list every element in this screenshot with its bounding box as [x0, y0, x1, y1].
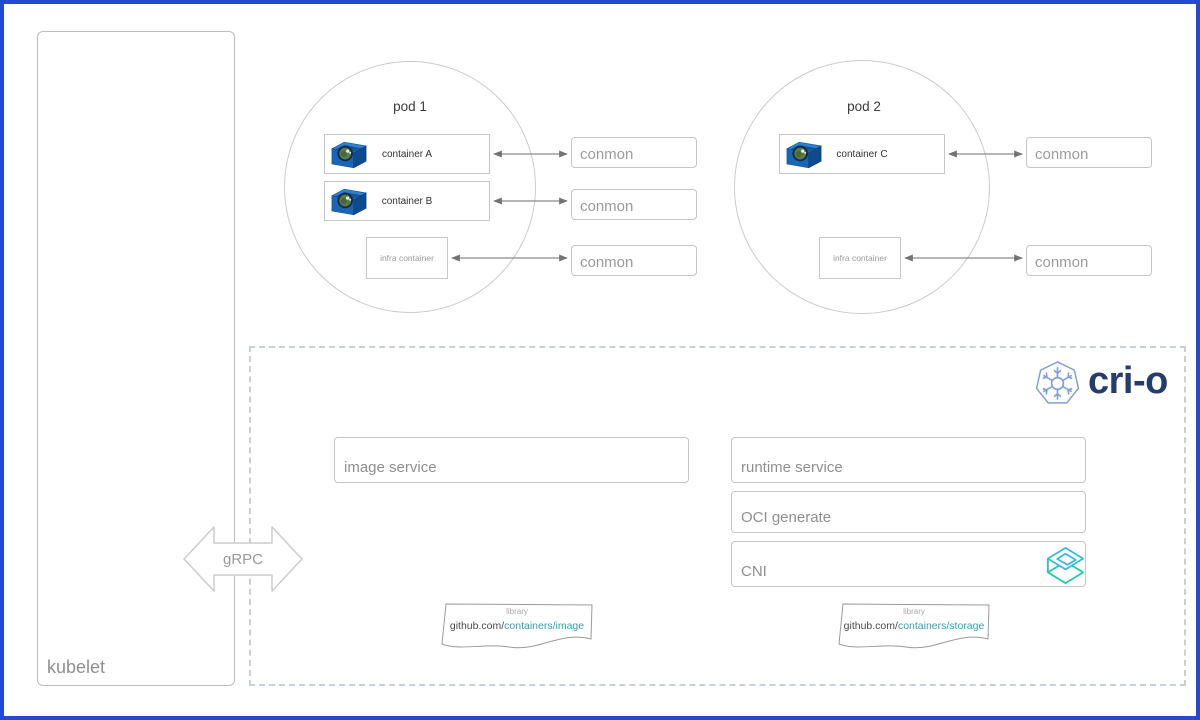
- cni-box: CNI: [731, 541, 1086, 587]
- crio-brand-text: cri-o: [1088, 360, 1168, 402]
- pod2-circle: [734, 60, 990, 314]
- library-link-prefix: github.com/: [449, 620, 505, 632]
- crio-boundary-box: [249, 346, 1186, 686]
- container-c-box: container C: [779, 134, 945, 174]
- library-storage-doc: library github.com/containers/storage: [836, 602, 992, 652]
- runtime-service-box: runtime service: [731, 437, 1086, 483]
- library-tag: library: [903, 607, 925, 616]
- container-icon: [331, 141, 367, 169]
- library-tag: library: [506, 607, 528, 616]
- cni-cube-icon: [1047, 547, 1084, 584]
- document-shape: [838, 603, 990, 649]
- library-link: github.com/containers/storage: [836, 620, 992, 632]
- library-link-path: containers/storage: [897, 620, 985, 632]
- library-image-doc: library github.com/containers/image: [439, 602, 595, 652]
- oci-generate-box: OCI generate: [731, 491, 1086, 533]
- pod2-infra-container-box: infra container: [819, 237, 901, 279]
- container-icon: [786, 141, 822, 169]
- conmon-box: conmon: [1026, 137, 1152, 168]
- library-link-path: containers/image: [504, 620, 585, 632]
- conmon-box: conmon: [571, 245, 697, 276]
- image-service-box: image service: [334, 437, 689, 483]
- library-link-prefix: github.com/: [843, 620, 898, 632]
- conmon-box: conmon: [571, 137, 697, 168]
- grpc-label: gRPC: [222, 550, 263, 568]
- container-b-box: container B: [324, 181, 490, 221]
- container-a-label: container A: [381, 148, 433, 160]
- conmon-box: conmon: [1026, 245, 1152, 276]
- library-link: github.com/containers/image: [439, 620, 595, 632]
- double-arrow-shape: [183, 526, 303, 592]
- crio-snowflake-icon: [1035, 361, 1080, 404]
- conmon-box: conmon: [571, 189, 697, 220]
- pod1-infra-container-box: infra container: [366, 237, 448, 279]
- grpc-arrow: gRPC: [182, 521, 304, 597]
- container-b-label: container B: [381, 195, 433, 207]
- pod1-title: pod 1: [393, 99, 427, 114]
- pod2-title: pod 2: [847, 99, 881, 114]
- kubelet-label: kubelet: [47, 657, 106, 677]
- document-shape: [441, 603, 593, 649]
- container-c-label: container C: [836, 148, 888, 160]
- container-a-box: container A: [324, 134, 490, 174]
- container-icon: [331, 188, 367, 216]
- kubelet-box: kubelet: [37, 31, 235, 686]
